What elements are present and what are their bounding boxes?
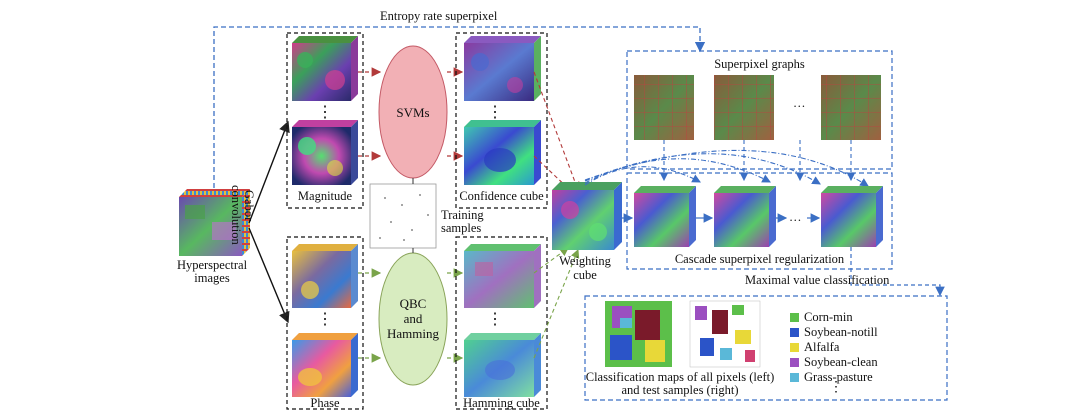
cascade-hdots: … [789, 210, 802, 224]
legend-label: Soybean-notill [804, 325, 878, 339]
hamming-cube-bottom [464, 333, 541, 397]
gabor-arrow-up [248, 120, 290, 224]
weighting-cube-label: cube [573, 268, 597, 282]
legend-label: Grass-pasture [804, 370, 873, 384]
hamming-box [455, 236, 548, 410]
legend-swatch [790, 358, 799, 367]
ham-to-weight-2 [533, 248, 580, 359]
classmaps-label-2: and test samples (right) [621, 383, 739, 397]
hamming-cube-label: Hamming cube [463, 396, 540, 410]
legend-item: Soybean-notill [790, 325, 878, 340]
magnitude-cube-bottom [292, 120, 358, 185]
phase-box [286, 236, 364, 410]
cascade-cube-1 [634, 186, 696, 247]
entropy-arrow [213, 26, 706, 188]
entropy-label: Entropy rate superpixel [380, 9, 498, 23]
gabor-label: Gabor [242, 190, 256, 222]
weighting-cube [552, 182, 622, 250]
images-label: images [194, 271, 230, 285]
qbc-label: QBC [399, 296, 427, 311]
phase-label: Phase [310, 396, 340, 410]
legend-label: Alfalfa [804, 340, 840, 354]
superpixel-graph-3 [821, 75, 881, 140]
legend-label: Corn-min [804, 310, 853, 324]
confidence-label: Confidence cube [459, 189, 544, 203]
ham-to-weight-1 [533, 247, 569, 274]
magnitude-vdots: ⋮ [317, 104, 333, 121]
svms-label: SVMs [396, 105, 430, 120]
training-samples-box [369, 183, 437, 249]
phase-cube-top [292, 244, 358, 308]
legend-swatch [790, 343, 799, 352]
confidence-cube-top [464, 36, 541, 101]
hyperspectral-label: Hyperspectral [176, 258, 248, 272]
legend-label: Soybean-clean [804, 355, 878, 369]
and-label: and [403, 311, 423, 326]
cascade-cube-3 [821, 186, 883, 247]
convolution-label: convolution [229, 185, 243, 245]
magnitude-label: Magnitude [297, 189, 353, 203]
legend-item: Soybean-clean [790, 355, 878, 370]
superpixel-graph-1 [634, 75, 694, 140]
hamming-vdots: ⋮ [487, 311, 503, 328]
hamming-cube-top [464, 244, 541, 308]
confidence-box [455, 32, 548, 209]
magnitude-box [286, 32, 364, 209]
gabor-arrow-down [248, 227, 290, 324]
superpixel-graphs-label: Superpixel graphs [714, 57, 805, 71]
cascade-label: Cascade superpixel regularization [674, 252, 845, 266]
hyperspectral-cube [179, 189, 250, 256]
legend-item: Corn-min [790, 310, 853, 325]
phase-vdots: ⋮ [317, 311, 333, 328]
confidence-cube-bottom [464, 120, 541, 185]
training-label: Training [441, 208, 484, 222]
classification-box [584, 295, 948, 401]
legend-item: Alfalfa [790, 340, 839, 355]
confidence-vdots: ⋮ [487, 104, 503, 121]
superpixel-graphs-box [626, 50, 893, 170]
classmap-test-samples [689, 300, 761, 368]
classmaps-label-1: Classification maps of all pixels (left) [585, 370, 775, 384]
hamming-label: Hamming [387, 326, 439, 341]
legend-swatch [790, 373, 799, 382]
graphs-hdots: … [793, 96, 806, 110]
weighting-label: Weighting [559, 254, 611, 268]
phase-cube-bottom [292, 333, 358, 397]
legend-swatch [790, 313, 799, 322]
legend-swatch [790, 328, 799, 337]
superpixel-graph-2 [714, 75, 774, 140]
samples-label: samples [441, 221, 482, 235]
maxval-label: Maximal value classification [745, 273, 890, 287]
legend-more: ⋮ [829, 380, 843, 395]
classmap-all-pixels [605, 301, 672, 367]
magnitude-cube-top [292, 36, 358, 101]
legend-item: Grass-pasture [790, 370, 873, 385]
cascade-cube-2 [714, 186, 776, 247]
